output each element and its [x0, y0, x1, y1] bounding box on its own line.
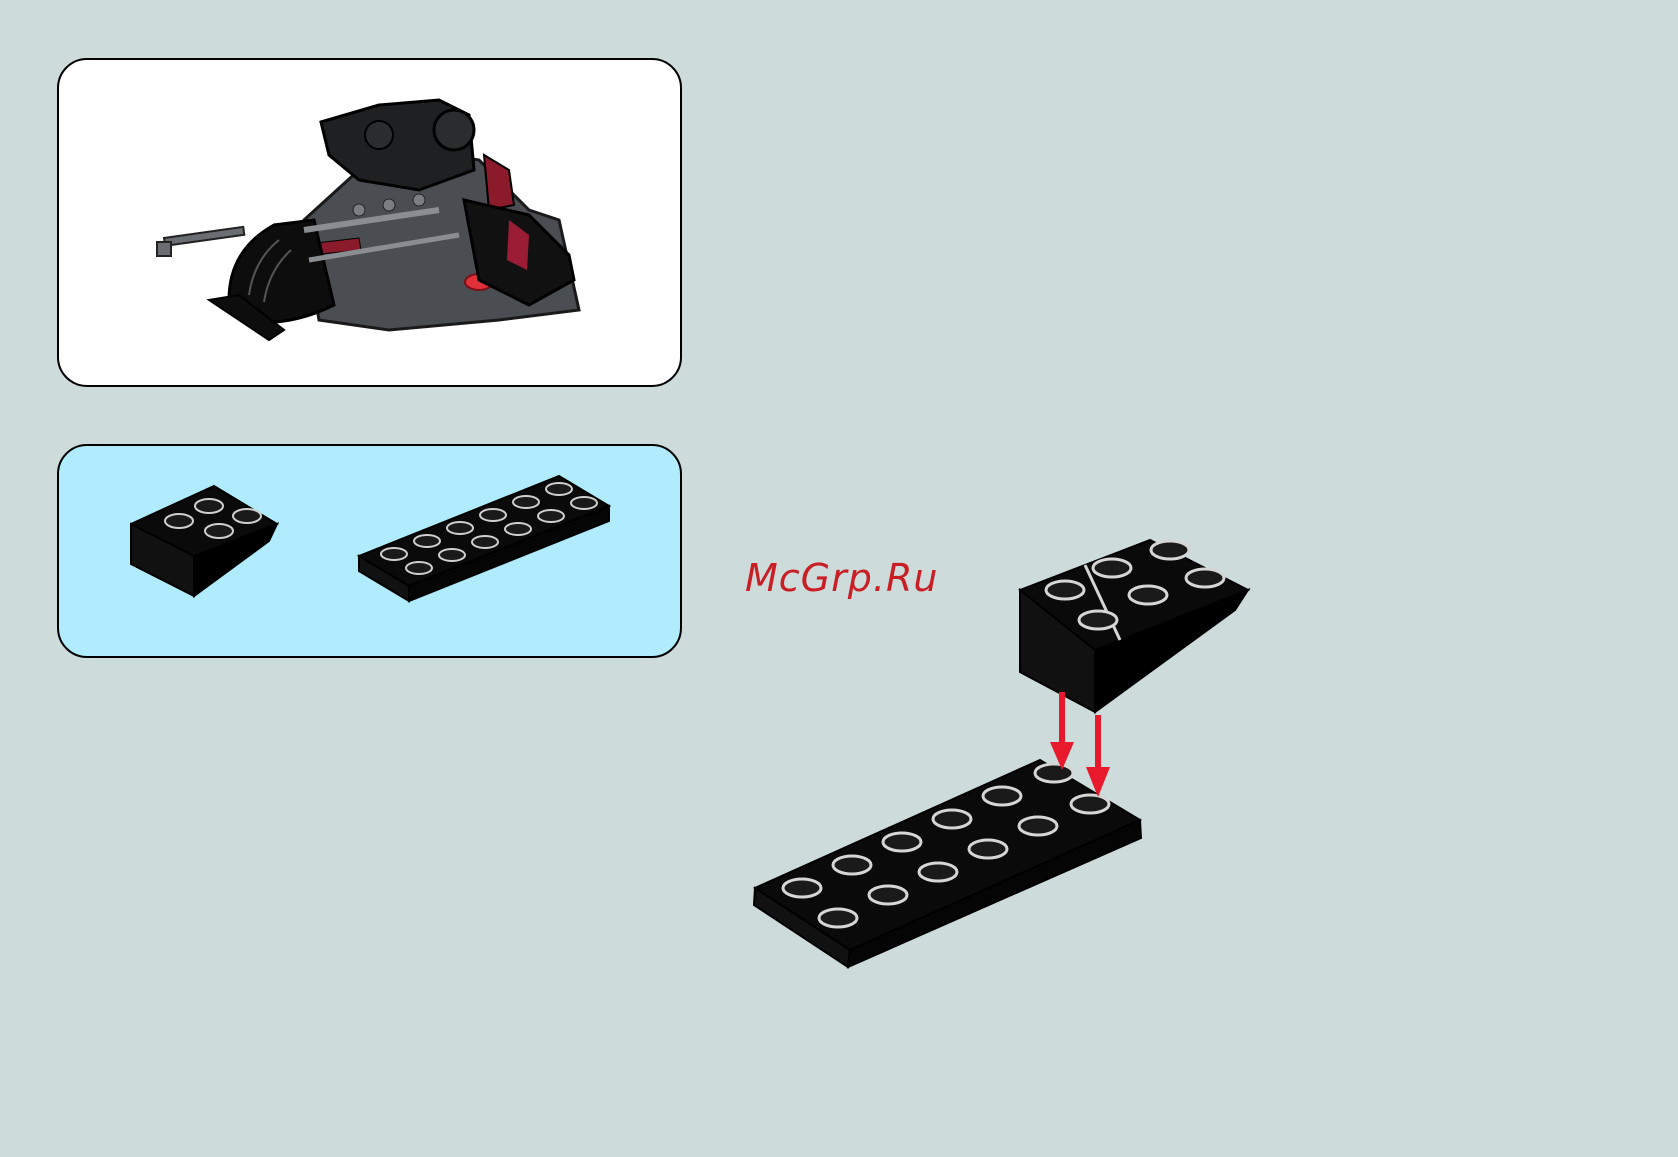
assembly-step-illustration — [740, 510, 1270, 980]
part-inverted-slope-brick — [131, 486, 277, 596]
lego-vehicle-model-image — [59, 60, 682, 387]
parts-list-image — [59, 446, 682, 658]
assembly-diagram — [740, 510, 1270, 980]
assembly-inverted-slope-brick — [1020, 540, 1248, 712]
parts-needed-panel — [57, 444, 682, 658]
part-plate-2x6 — [359, 476, 609, 601]
model-preview-panel — [57, 58, 682, 387]
assembly-plate-2x6 — [754, 760, 1141, 967]
